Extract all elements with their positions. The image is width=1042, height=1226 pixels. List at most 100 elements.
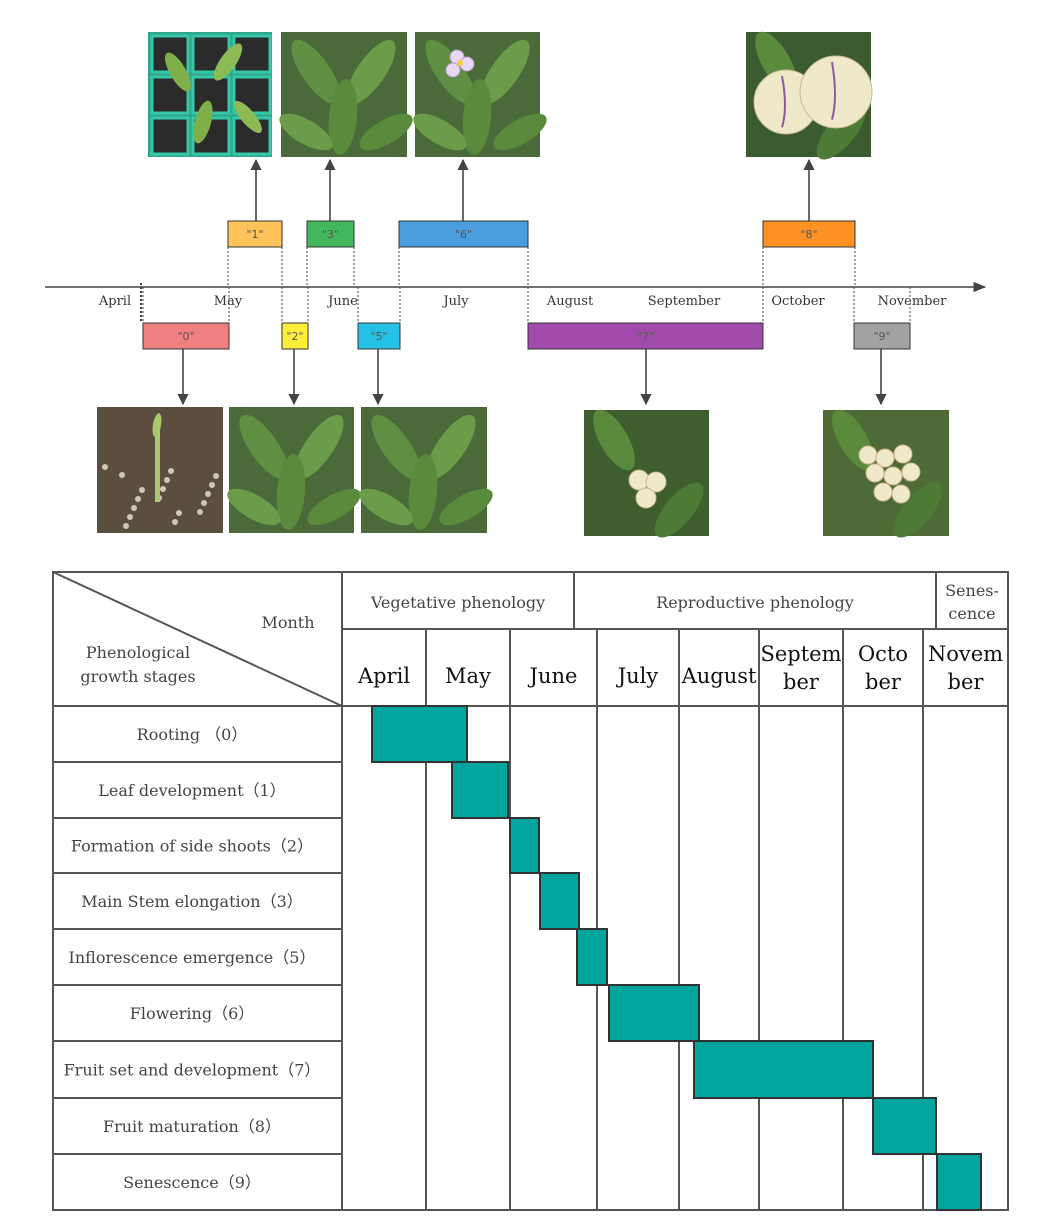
photo-stage-5 <box>359 407 493 533</box>
fruit-stripe <box>781 75 786 128</box>
soil-grain <box>197 509 203 515</box>
group-reproductive: Reproductive phenology <box>656 593 854 612</box>
stage-row-label-8: Senescence（9） <box>123 1173 261 1192</box>
month-header-4: August <box>681 664 757 688</box>
leaf-shape <box>593 409 635 471</box>
month-header-3: July <box>616 664 659 688</box>
gantt-bar-8 <box>936 1153 982 1211</box>
gantt-bar-3 <box>539 872 580 930</box>
pepino-fruit <box>893 444 913 464</box>
gantt-bar-5 <box>608 984 700 1042</box>
month-header-7-line2: ber <box>948 670 985 694</box>
leaf-shape <box>413 113 467 151</box>
group-vegetative: Vegetative phenology <box>370 593 545 612</box>
gantt-bar-0 <box>371 705 468 763</box>
stage-box-6-label: "6" <box>455 228 472 241</box>
pepino-fruit <box>635 487 657 509</box>
gantt-bar-4 <box>576 928 608 986</box>
photo-stage-6 <box>413 32 547 157</box>
stage-box-2-label: "2" <box>286 330 303 343</box>
leaf-shape <box>193 100 213 144</box>
gantt-bar-7 <box>872 1097 937 1155</box>
flower-petal <box>445 62 461 78</box>
stage-box-7 <box>527 322 764 350</box>
month-header-2: June <box>528 664 578 688</box>
leaf-shape <box>493 113 547 151</box>
month-header-6-line1: Octo <box>858 642 908 666</box>
tray-cell <box>150 75 190 115</box>
leaf-shape <box>239 414 289 480</box>
photo-stage-7 <box>584 409 709 538</box>
month-label-september: September <box>648 294 721 309</box>
header-diagonal <box>52 571 343 707</box>
photo-stage-9 <box>823 409 949 538</box>
stage-box-5 <box>357 322 401 350</box>
month-header-0: April <box>357 664 410 688</box>
stage-row-label-5: Flowering（6） <box>130 1004 255 1023</box>
stage-box-3-label: "3" <box>322 228 339 241</box>
stage-row-label-2: Formation of side shoots（2） <box>71 837 313 856</box>
flower-center <box>457 60 463 66</box>
stage-box-9-label: "9" <box>873 330 890 343</box>
header-stage-label-line1: Phenological <box>86 643 190 662</box>
pepino-fruit <box>883 466 903 486</box>
leaf-shape <box>462 79 492 155</box>
month-label-june: June <box>326 294 358 309</box>
stage-box-1-label: "1" <box>246 228 263 241</box>
stage-row-label-0: Rooting （0） <box>137 725 248 744</box>
month-header-1: May <box>445 664 491 688</box>
soil-grain <box>205 491 211 497</box>
month-label-october: October <box>771 294 825 309</box>
stage-box-5-label: "5" <box>370 330 387 343</box>
leaf-shape <box>213 43 243 81</box>
soil-grain <box>127 514 133 520</box>
leaf-shape <box>234 101 262 133</box>
gantt-bar-6 <box>693 1040 874 1099</box>
soil-grain <box>176 510 182 516</box>
leaf-shape <box>893 482 943 538</box>
soil-grain <box>213 473 219 479</box>
photo-stage-0 <box>97 407 223 533</box>
leaf-shape <box>165 52 191 92</box>
leaf-shape <box>328 79 358 155</box>
table-frame <box>52 571 1009 1211</box>
leaf-shape <box>279 113 333 151</box>
month-label-may: May <box>214 294 243 309</box>
stage-box-1 <box>227 220 283 248</box>
stage-row-label-1: Leaf development（1） <box>98 781 285 800</box>
leaf-shape <box>371 414 421 480</box>
tray-cell <box>191 75 231 115</box>
leaf-shape <box>426 414 476 480</box>
month-label-august: August <box>546 294 594 309</box>
stage-row-label-4: Inflorescence emergence（5） <box>69 948 316 967</box>
soil-grain <box>160 486 166 492</box>
soil-grain <box>123 523 129 529</box>
stage-box-7-label: "7" <box>637 330 654 343</box>
leaf-shape <box>227 488 281 526</box>
month-label-november: November <box>878 294 948 309</box>
group-senescence-line2: cence <box>948 604 995 623</box>
month-label-july: July <box>441 294 469 309</box>
pepino-fruit <box>875 448 895 468</box>
leaf-shape <box>359 488 413 526</box>
soil-grain <box>139 487 145 493</box>
soil-grain <box>102 464 108 470</box>
gantt-bar-2 <box>509 817 540 874</box>
leaf-shape <box>291 39 341 105</box>
leaf-shape <box>307 488 361 526</box>
stage-row-label-3: Main Stem elongation（3） <box>81 892 303 911</box>
leaf-shape <box>276 454 306 530</box>
soil-grain <box>201 500 207 506</box>
leaf-shape <box>294 414 344 480</box>
tray-cell <box>150 116 190 156</box>
soil-grain <box>119 472 125 478</box>
header-stage-label-line2: growth stages <box>80 667 195 686</box>
phenology-timeline: April May June July August September October No… <box>45 31 987 538</box>
gantt-bar-1 <box>451 761 509 819</box>
stage-row-label-6: Fruit set and development（7） <box>64 1061 321 1080</box>
sprout-stem <box>155 422 160 502</box>
month-label-april: April <box>98 294 131 309</box>
stage-box-0 <box>142 322 230 350</box>
soil-grain <box>168 468 174 474</box>
